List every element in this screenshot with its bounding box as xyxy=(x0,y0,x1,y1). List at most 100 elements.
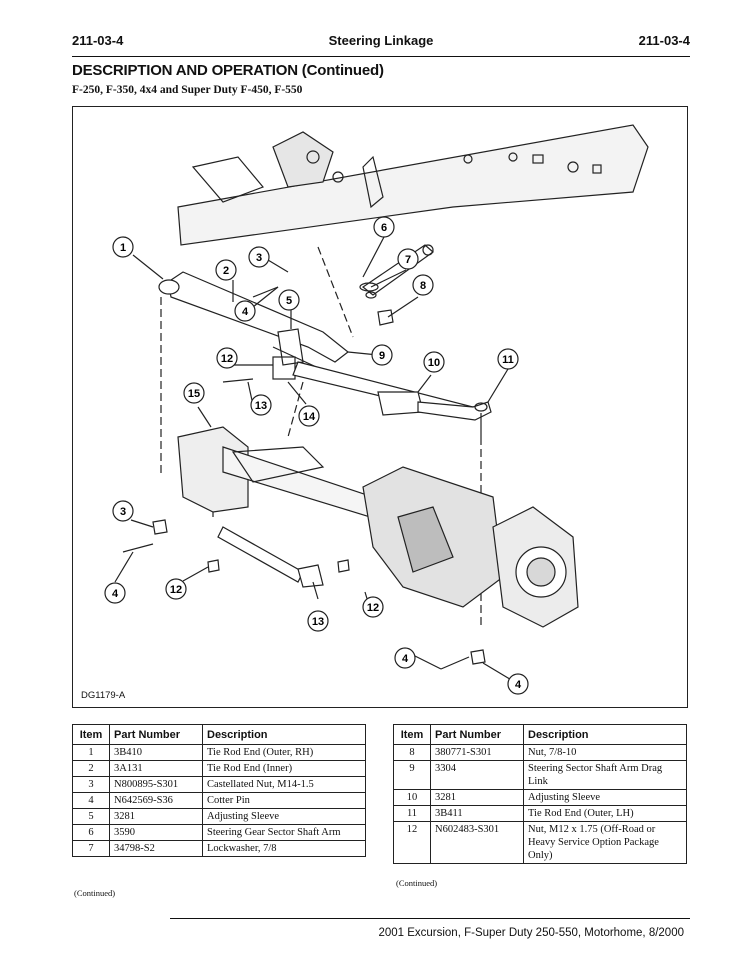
callout-number: 14 xyxy=(303,411,316,423)
cell-part-number: 3B410 xyxy=(109,744,203,761)
callout-circle xyxy=(216,347,238,369)
cell-description: Adjusting Sleeve xyxy=(523,789,687,806)
cell-part-number: 3B411 xyxy=(430,805,524,822)
cell-description: Nut, 7/8-10 xyxy=(523,744,687,761)
header-section-right: 211-03-4 xyxy=(638,33,690,48)
callout-number: 6 xyxy=(381,222,387,234)
callout-circle xyxy=(104,582,126,604)
col-item: Item xyxy=(393,724,431,745)
callout-number: 13 xyxy=(255,400,267,412)
cell-item: 2 xyxy=(72,760,110,777)
cell-part-number: 3281 xyxy=(109,808,203,825)
cell-item: 11 xyxy=(393,805,431,822)
header-title: Steering Linkage xyxy=(328,33,434,48)
cell-description: Adjusting Sleeve xyxy=(202,808,366,825)
callout-number: 9 xyxy=(379,350,385,362)
cell-part-number: 380771-S301 xyxy=(430,744,524,761)
callout-number: 3 xyxy=(120,506,126,518)
callout-circle xyxy=(183,382,205,404)
col-part-number: Part Number xyxy=(109,724,203,745)
callout-number: 3 xyxy=(256,252,262,264)
callout-circle xyxy=(278,289,300,311)
cell-part-number: N602483-S301 xyxy=(430,821,524,864)
page-header: 211-03-4 Steering Linkage 211-03-4 xyxy=(72,33,690,51)
cell-description: Tie Rod End (Outer, RH) xyxy=(202,744,366,761)
callout-circle xyxy=(412,274,434,296)
page-subtitle: F-250, F-350, 4x4 and Super Duty F-450, … xyxy=(72,84,303,96)
cell-description: Steering Gear Sector Shaft Arm xyxy=(202,824,366,841)
table-header-row: Item Part Number Description xyxy=(393,724,687,745)
callout-number: 2 xyxy=(223,265,229,277)
callout-number: 12 xyxy=(221,353,233,365)
cell-part-number: 3304 xyxy=(430,760,524,790)
callout-circle xyxy=(497,348,519,370)
cell-item: 4 xyxy=(72,792,110,809)
col-part-number: Part Number xyxy=(430,724,524,745)
callout-circle xyxy=(165,578,187,600)
callout-circle xyxy=(112,500,134,522)
cell-part-number: N642569-S36 xyxy=(109,792,203,809)
callout-number: 7 xyxy=(405,254,411,266)
callout-number: 4 xyxy=(402,653,409,665)
cell-description: Cotter Pin xyxy=(202,792,366,809)
col-item: Item xyxy=(72,724,110,745)
callout-circle xyxy=(362,596,384,618)
footer-rule xyxy=(170,918,690,919)
callout-number: 5 xyxy=(286,295,292,307)
callout-number: 4 xyxy=(112,588,119,600)
callout-number: 8 xyxy=(420,280,426,292)
callout-number: 11 xyxy=(502,354,514,366)
cell-item: 6 xyxy=(72,824,110,841)
cell-description: Castellated Nut, M14-1.5 xyxy=(202,776,366,793)
callout-number: 12 xyxy=(367,602,379,614)
cell-description: Nut, M12 x 1.75 (Off-Road or Heavy Servi… xyxy=(523,821,687,864)
col-description: Description xyxy=(202,724,366,745)
callout-circle xyxy=(112,236,134,258)
cell-item: 5 xyxy=(72,808,110,825)
cell-part-number: 3590 xyxy=(109,824,203,841)
cell-item: 1 xyxy=(72,744,110,761)
col-description: Description xyxy=(523,724,687,745)
callout-number: 10 xyxy=(428,357,440,369)
cell-item: 9 xyxy=(393,760,431,790)
cell-description: Tie Rod End (Outer, LH) xyxy=(523,805,687,822)
callout-circle xyxy=(234,300,256,322)
figure-id: DG1179-A xyxy=(81,690,126,701)
callout-number: 15 xyxy=(188,388,200,400)
callout-number: 4 xyxy=(242,306,249,318)
callout-circle xyxy=(423,351,445,373)
cell-item: 8 xyxy=(393,744,431,761)
cell-item: 7 xyxy=(72,840,110,857)
cell-description: Lockwasher, 7/8 xyxy=(202,840,366,857)
page-footer: 2001 Excursion, F-Super Duty 250-550, Mo… xyxy=(378,927,684,939)
callout-number: 13 xyxy=(312,616,324,628)
callout-circle xyxy=(394,647,416,669)
cell-part-number: N800895-S301 xyxy=(109,776,203,793)
cell-part-number: 3A131 xyxy=(109,760,203,777)
callout-circle xyxy=(397,248,419,270)
callout-number: 4 xyxy=(515,679,522,691)
callout-number: 1 xyxy=(120,242,126,254)
callout-circle xyxy=(373,216,395,238)
continued-note-right: (Continued) xyxy=(396,878,438,888)
callout-circle xyxy=(371,344,393,366)
page-title: DESCRIPTION AND OPERATION (Continued) xyxy=(72,62,384,79)
callout-circle xyxy=(307,610,329,632)
